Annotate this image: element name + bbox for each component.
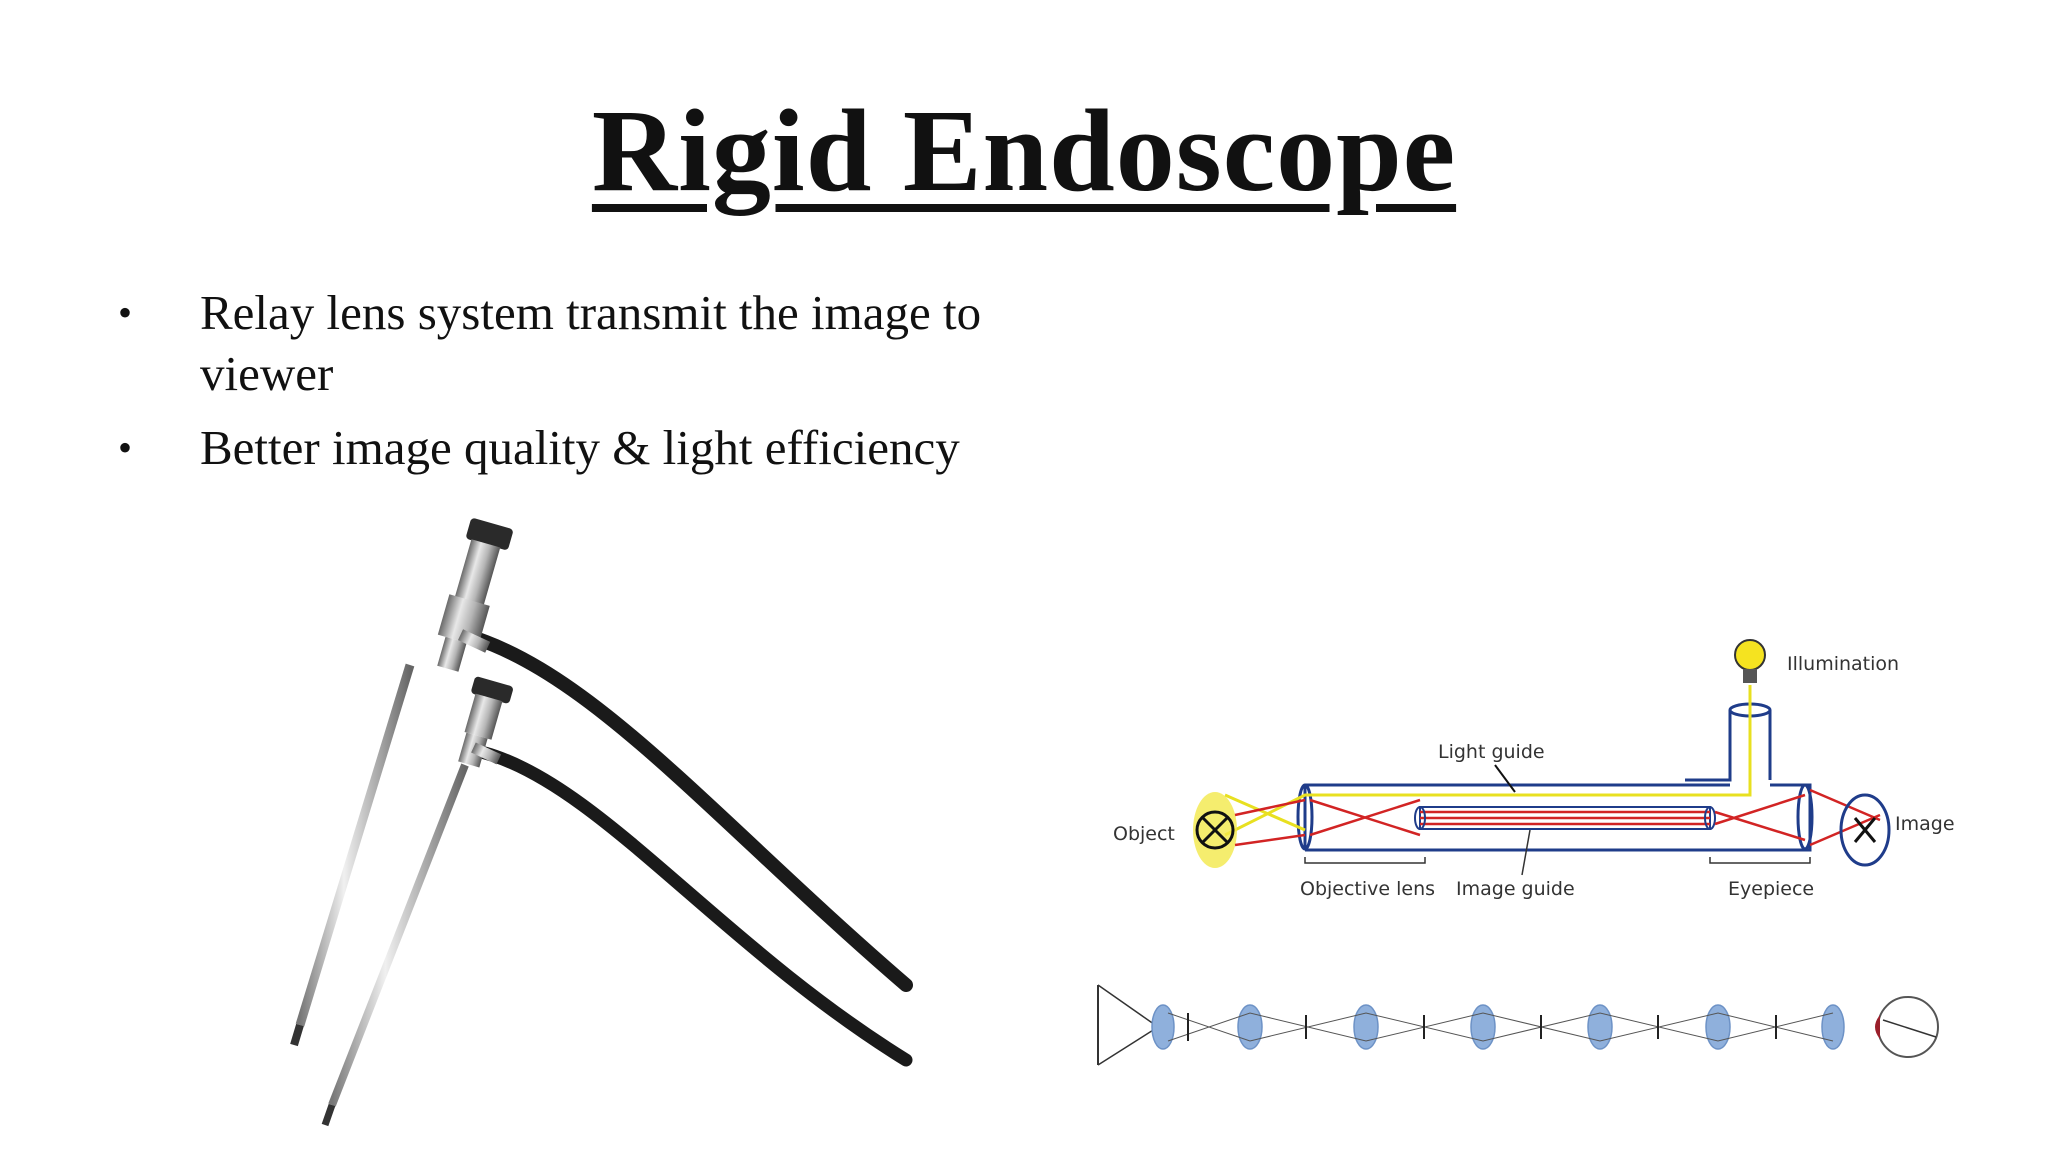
object-icon: [1193, 792, 1237, 868]
relay-lens-schematic: [1097, 984, 1939, 1066]
eyepiece-label: Eyepiece: [1728, 878, 1814, 900]
image-guide-label: Image guide: [1456, 878, 1575, 900]
rigid-endoscope-photo: [290, 518, 913, 1127]
bullet-icon: •: [118, 425, 133, 470]
slide-title: Rigid Endoscope: [0, 86, 2048, 216]
bullet-item: • Better image quality & light efficiency: [118, 417, 1078, 478]
light-guide-label: Light guide: [1438, 741, 1545, 763]
light-bulb-icon: [1734, 639, 1766, 683]
objective-lens-label: Objective lens: [1300, 878, 1435, 900]
image-icon: [1839, 793, 1891, 867]
bullet-icon: •: [118, 290, 133, 335]
bullet-item: • Relay lens system transmit the image to…: [118, 282, 1078, 404]
slide-title-text: Rigid Endoscope: [591, 85, 1457, 216]
illumination-label: Illumination: [1787, 653, 1899, 675]
image-label: Image: [1895, 813, 1955, 835]
endoscope-optics-diagram: Illumination Object: [1113, 639, 1955, 900]
bullet-text: Relay lens system transmit the image to …: [200, 285, 982, 401]
bullet-text: Better image quality & light efficiency: [200, 420, 960, 475]
bullet-list: • Relay lens system transmit the image to…: [118, 282, 1078, 491]
eye-icon: [1875, 996, 1939, 1058]
object-label: Object: [1113, 823, 1175, 845]
